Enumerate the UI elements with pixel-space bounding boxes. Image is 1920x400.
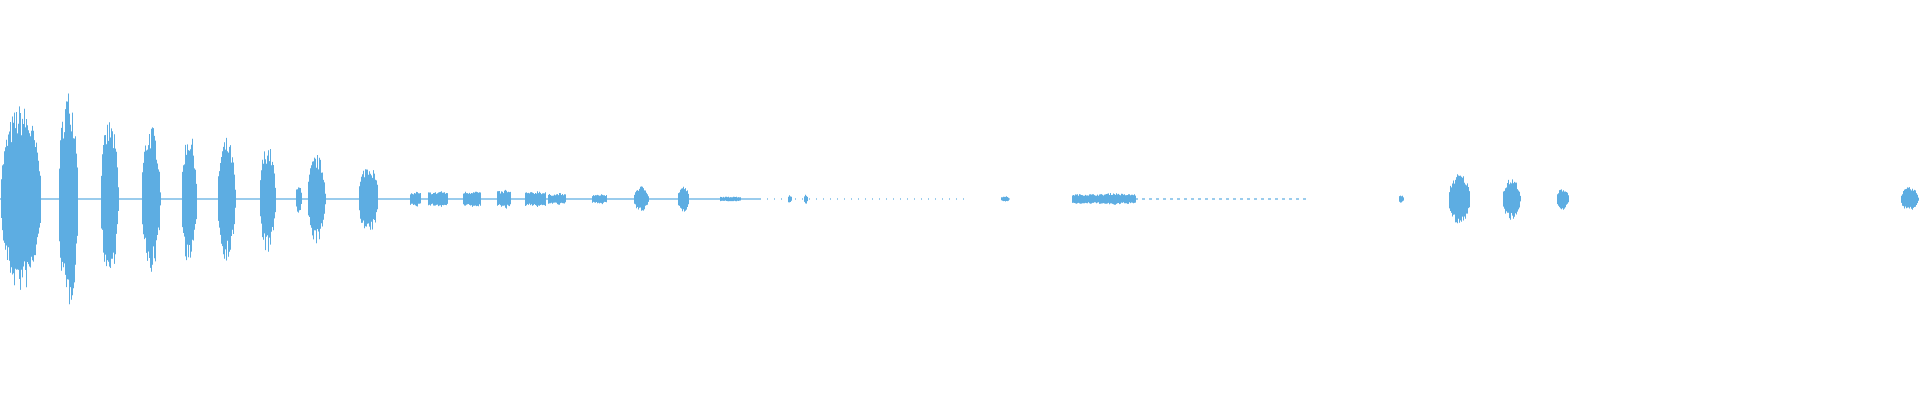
waveform-segment (525, 191, 546, 207)
waveform-segment (218, 137, 236, 261)
waveform-segment (260, 149, 276, 252)
waveform-segment (1557, 189, 1569, 210)
waveform-segment (59, 93, 78, 305)
waveform-segment (428, 191, 448, 207)
waveform-segment (1001, 196, 1010, 202)
waveform-segment (548, 193, 566, 205)
waveform-segment (720, 196, 741, 202)
waveform-segment (1, 106, 41, 290)
waveform-segment (1449, 174, 1470, 224)
waveform-segment (182, 138, 197, 261)
waveform-segment (592, 194, 607, 205)
waveform-segment (410, 191, 421, 207)
waveform-segment (101, 122, 119, 268)
waveform-segment (463, 191, 481, 207)
waveform-segment (308, 155, 326, 244)
waveform-segment (359, 169, 378, 230)
waveform-segment (1901, 187, 1919, 210)
waveform-segment (1399, 195, 1404, 203)
waveform-segment (788, 195, 792, 203)
waveform-segment (142, 127, 161, 272)
waveform-segment (634, 186, 649, 211)
waveform-segment (678, 186, 689, 212)
waveform-segment (1072, 193, 1136, 205)
waveform-segment (804, 194, 808, 204)
waveform-segment (497, 189, 511, 209)
waveform-segment (296, 187, 302, 213)
waveform-segment (1503, 179, 1521, 220)
